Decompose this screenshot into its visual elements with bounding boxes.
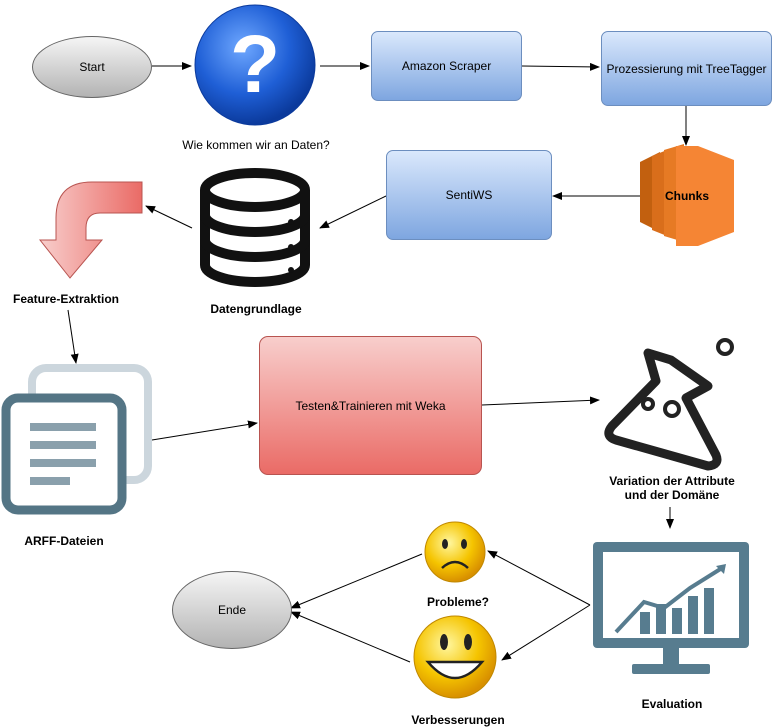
weka-label: Testen&Trainieren mit Weka xyxy=(295,398,446,413)
arff-label: ARFF-Dateien xyxy=(24,534,104,548)
probleme-label: Probleme? xyxy=(426,595,489,609)
database-icon xyxy=(200,168,310,287)
happy-face-icon xyxy=(413,615,497,699)
edge-evaluation-probleme xyxy=(487,550,591,606)
feature-extraktion-label: Feature-Extraktion xyxy=(12,292,120,306)
documents-icon xyxy=(1,364,152,515)
edge-probleme-ende xyxy=(290,553,423,609)
edge-amazon-treetagger xyxy=(521,62,600,71)
edge-feature-arff xyxy=(67,309,79,364)
edge-arff-weka xyxy=(151,420,258,441)
svg-text:?: ? xyxy=(230,19,280,110)
down-arrow-icon xyxy=(38,181,143,279)
evaluation-label: Evaluation xyxy=(641,697,703,711)
verbesserungen-label: Verbesserungen xyxy=(411,713,505,727)
chunks-label: Chunks xyxy=(664,189,709,203)
sentiws-label: SentiWS xyxy=(445,188,493,202)
amazon-scraper-label: Amazon Scraper xyxy=(401,59,492,73)
connectors xyxy=(67,62,690,663)
datengrundlage-label: Datengrundlage xyxy=(210,302,302,316)
start-node: Start xyxy=(32,36,152,98)
monitor-chart-icon xyxy=(593,542,749,674)
treetagger-box: Prozessierung mit TreeTagger xyxy=(601,31,772,106)
start-label: Start xyxy=(79,60,105,74)
edge-verbesserungen-ende xyxy=(290,611,411,663)
treetagger-label: Prozessierung mit TreeTagger xyxy=(606,61,767,76)
edge-evaluation-verbesserungen xyxy=(501,604,591,661)
ende-label: Ende xyxy=(217,603,247,617)
question-icon: ? xyxy=(194,4,316,126)
sentiws-box: SentiWS xyxy=(386,150,552,240)
edge-weka-flask xyxy=(481,396,600,406)
flask-icon xyxy=(604,338,734,471)
sad-face-icon xyxy=(424,521,486,583)
weka-box: Testen&Trainieren mit Weka xyxy=(259,336,482,475)
ende-node: Ende xyxy=(172,571,292,649)
variation-label-line2: und der Domäne xyxy=(624,488,720,502)
chunks-stack-icon xyxy=(640,144,734,246)
variation-label-line1: Variation der Attribute xyxy=(609,474,735,488)
amazon-scraper-box: Amazon Scraper xyxy=(371,31,522,101)
edge-sentiws-datengrundlage xyxy=(319,195,387,229)
question-caption: Wie kommen wir an Daten? xyxy=(182,138,330,152)
edge-datengrundlage-arrow xyxy=(145,205,193,229)
